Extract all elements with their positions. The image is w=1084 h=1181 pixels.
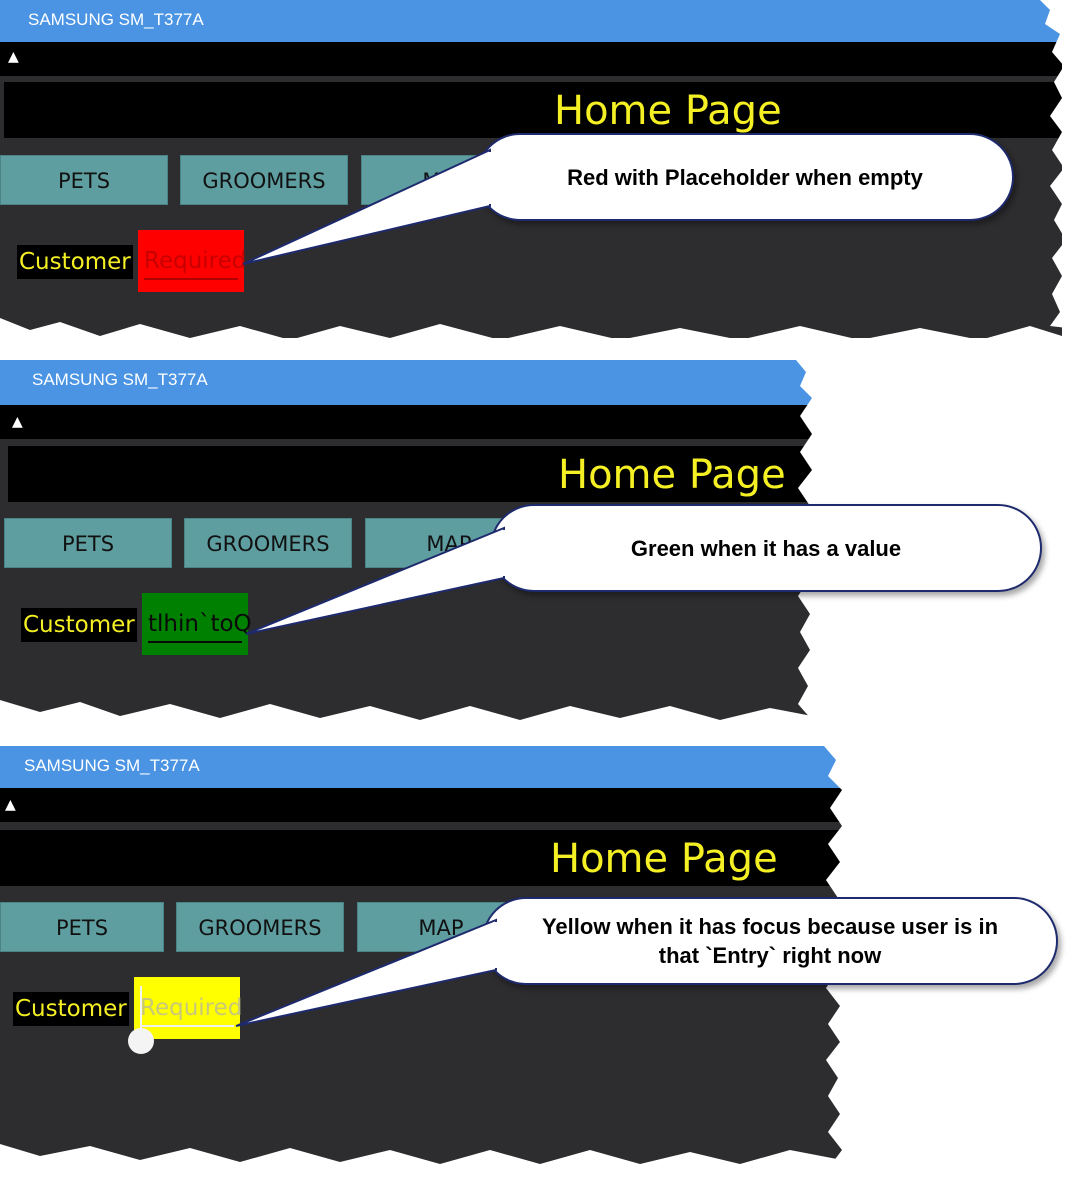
callout-red: Red with Placeholder when empty [476, 133, 1014, 221]
entry-underline [148, 641, 242, 643]
entry-value: tlhin`toQ [148, 611, 252, 637]
page-title: Home Page [554, 88, 782, 134]
customer-entry[interactable]: Required [134, 977, 243, 1039]
entry-placeholder: Required [144, 248, 247, 274]
nav-button-groomers[interactable]: GROOMERS [176, 902, 344, 952]
window-title-bar: SAMSUNG SM_T377A [0, 746, 842, 788]
status-bar: ▲ [0, 405, 812, 439]
page-header: Home Page [4, 82, 1062, 138]
callout-red-text: Red with Placeholder when empty [567, 164, 923, 190]
torn-edge-1 [0, 0, 1084, 360]
status-bar: ▲ [0, 788, 842, 822]
nav-button-groomers[interactable]: GROOMERS [180, 155, 348, 205]
callout-green: Green when it has a value [490, 504, 1042, 592]
customer-label: Customer [13, 992, 129, 1026]
customer-entry[interactable]: Required [138, 230, 247, 292]
customer-label: Customer [17, 245, 133, 279]
window-title: SAMSUNG SM_T377A [28, 10, 204, 29]
text-cursor-handle-icon[interactable] [128, 1028, 154, 1054]
emulator-window-3: SAMSUNG SM_T377A ▲ Home Page PETS GROOME… [0, 746, 842, 1166]
warning-triangle-icon: ▲ [12, 414, 23, 430]
status-bar: ▲ [0, 42, 1062, 76]
page-title: Home Page [550, 836, 778, 882]
nav-button-pets[interactable]: PETS [0, 902, 164, 952]
callout-yellow: Yellow when it has focus because user is… [482, 897, 1058, 985]
window-title: SAMSUNG SM_T377A [24, 756, 200, 775]
callout-green-text: Green when it has a value [630, 535, 902, 561]
entry-placeholder: Required [140, 995, 243, 1021]
nav-button-groomers[interactable]: GROOMERS [184, 518, 352, 568]
callout-yellow-text: Yellow when it has focus because user is… [541, 914, 999, 968]
nav-button-pets[interactable]: PETS [0, 155, 168, 205]
warning-triangle-icon: ▲ [5, 797, 16, 813]
warning-triangle-icon: ▲ [8, 49, 19, 65]
page-title: Home Page [558, 452, 786, 498]
customer-entry[interactable]: tlhin`toQ [142, 593, 252, 655]
page-header: Home Page [0, 830, 842, 886]
window-title-bar: SAMSUNG SM_T377A [0, 0, 1062, 42]
customer-label: Customer [21, 608, 137, 642]
page-header: Home Page [8, 446, 812, 502]
entry-underline [140, 1025, 234, 1027]
text-cursor [140, 986, 142, 1030]
window-title: SAMSUNG SM_T377A [32, 370, 208, 389]
nav-button-pets[interactable]: PETS [4, 518, 172, 568]
window-title-bar: SAMSUNG SM_T377A [0, 360, 812, 405]
emulator-window-2: SAMSUNG SM_T377A ▲ Home Page PETS GROOME… [0, 360, 812, 720]
entry-underline [144, 278, 238, 280]
